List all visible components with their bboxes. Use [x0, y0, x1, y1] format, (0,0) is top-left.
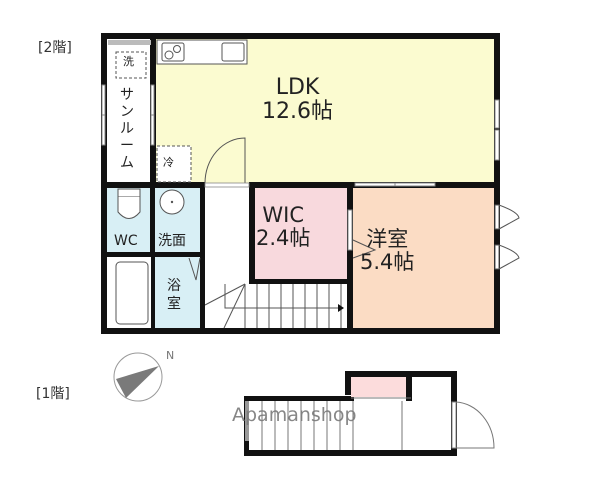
- room-senmen-label: 洗面: [158, 233, 186, 249]
- room-sunroom-label: サンルーム: [120, 87, 134, 172]
- room-ldk: LDK 12.6帖: [262, 75, 333, 125]
- compass-north-icon: N: [166, 349, 175, 362]
- yoshitsu-floor: [352, 188, 495, 328]
- room-yoshitsu-size: 5.4帖: [360, 250, 415, 275]
- sunroom-floor: [107, 40, 153, 183]
- room-ldk-name: LDK: [275, 75, 320, 100]
- wic-floor: [254, 188, 348, 283]
- room-wic-size: 2.4帖: [256, 226, 311, 251]
- fridge-icon: 冷: [163, 156, 174, 169]
- room-wc-label: WC: [114, 233, 138, 249]
- yokushitsu-floor: [155, 256, 201, 328]
- room-yoshitsu: 洋室 5.4帖: [360, 227, 415, 275]
- floor-2-label: [2階]: [38, 40, 72, 56]
- room-yokushitsu-label: 浴室: [167, 278, 181, 312]
- floor-1-label: [1階]: [36, 386, 70, 402]
- room-wic: WIC 2.4帖: [256, 203, 311, 251]
- washer-icon: 洗: [123, 55, 134, 68]
- room-ldk-size: 12.6帖: [262, 99, 333, 125]
- room-wic-name: WIC: [262, 203, 305, 227]
- room-yoshitsu-name: 洋室: [366, 227, 409, 251]
- watermark: Apamanshop: [232, 404, 357, 426]
